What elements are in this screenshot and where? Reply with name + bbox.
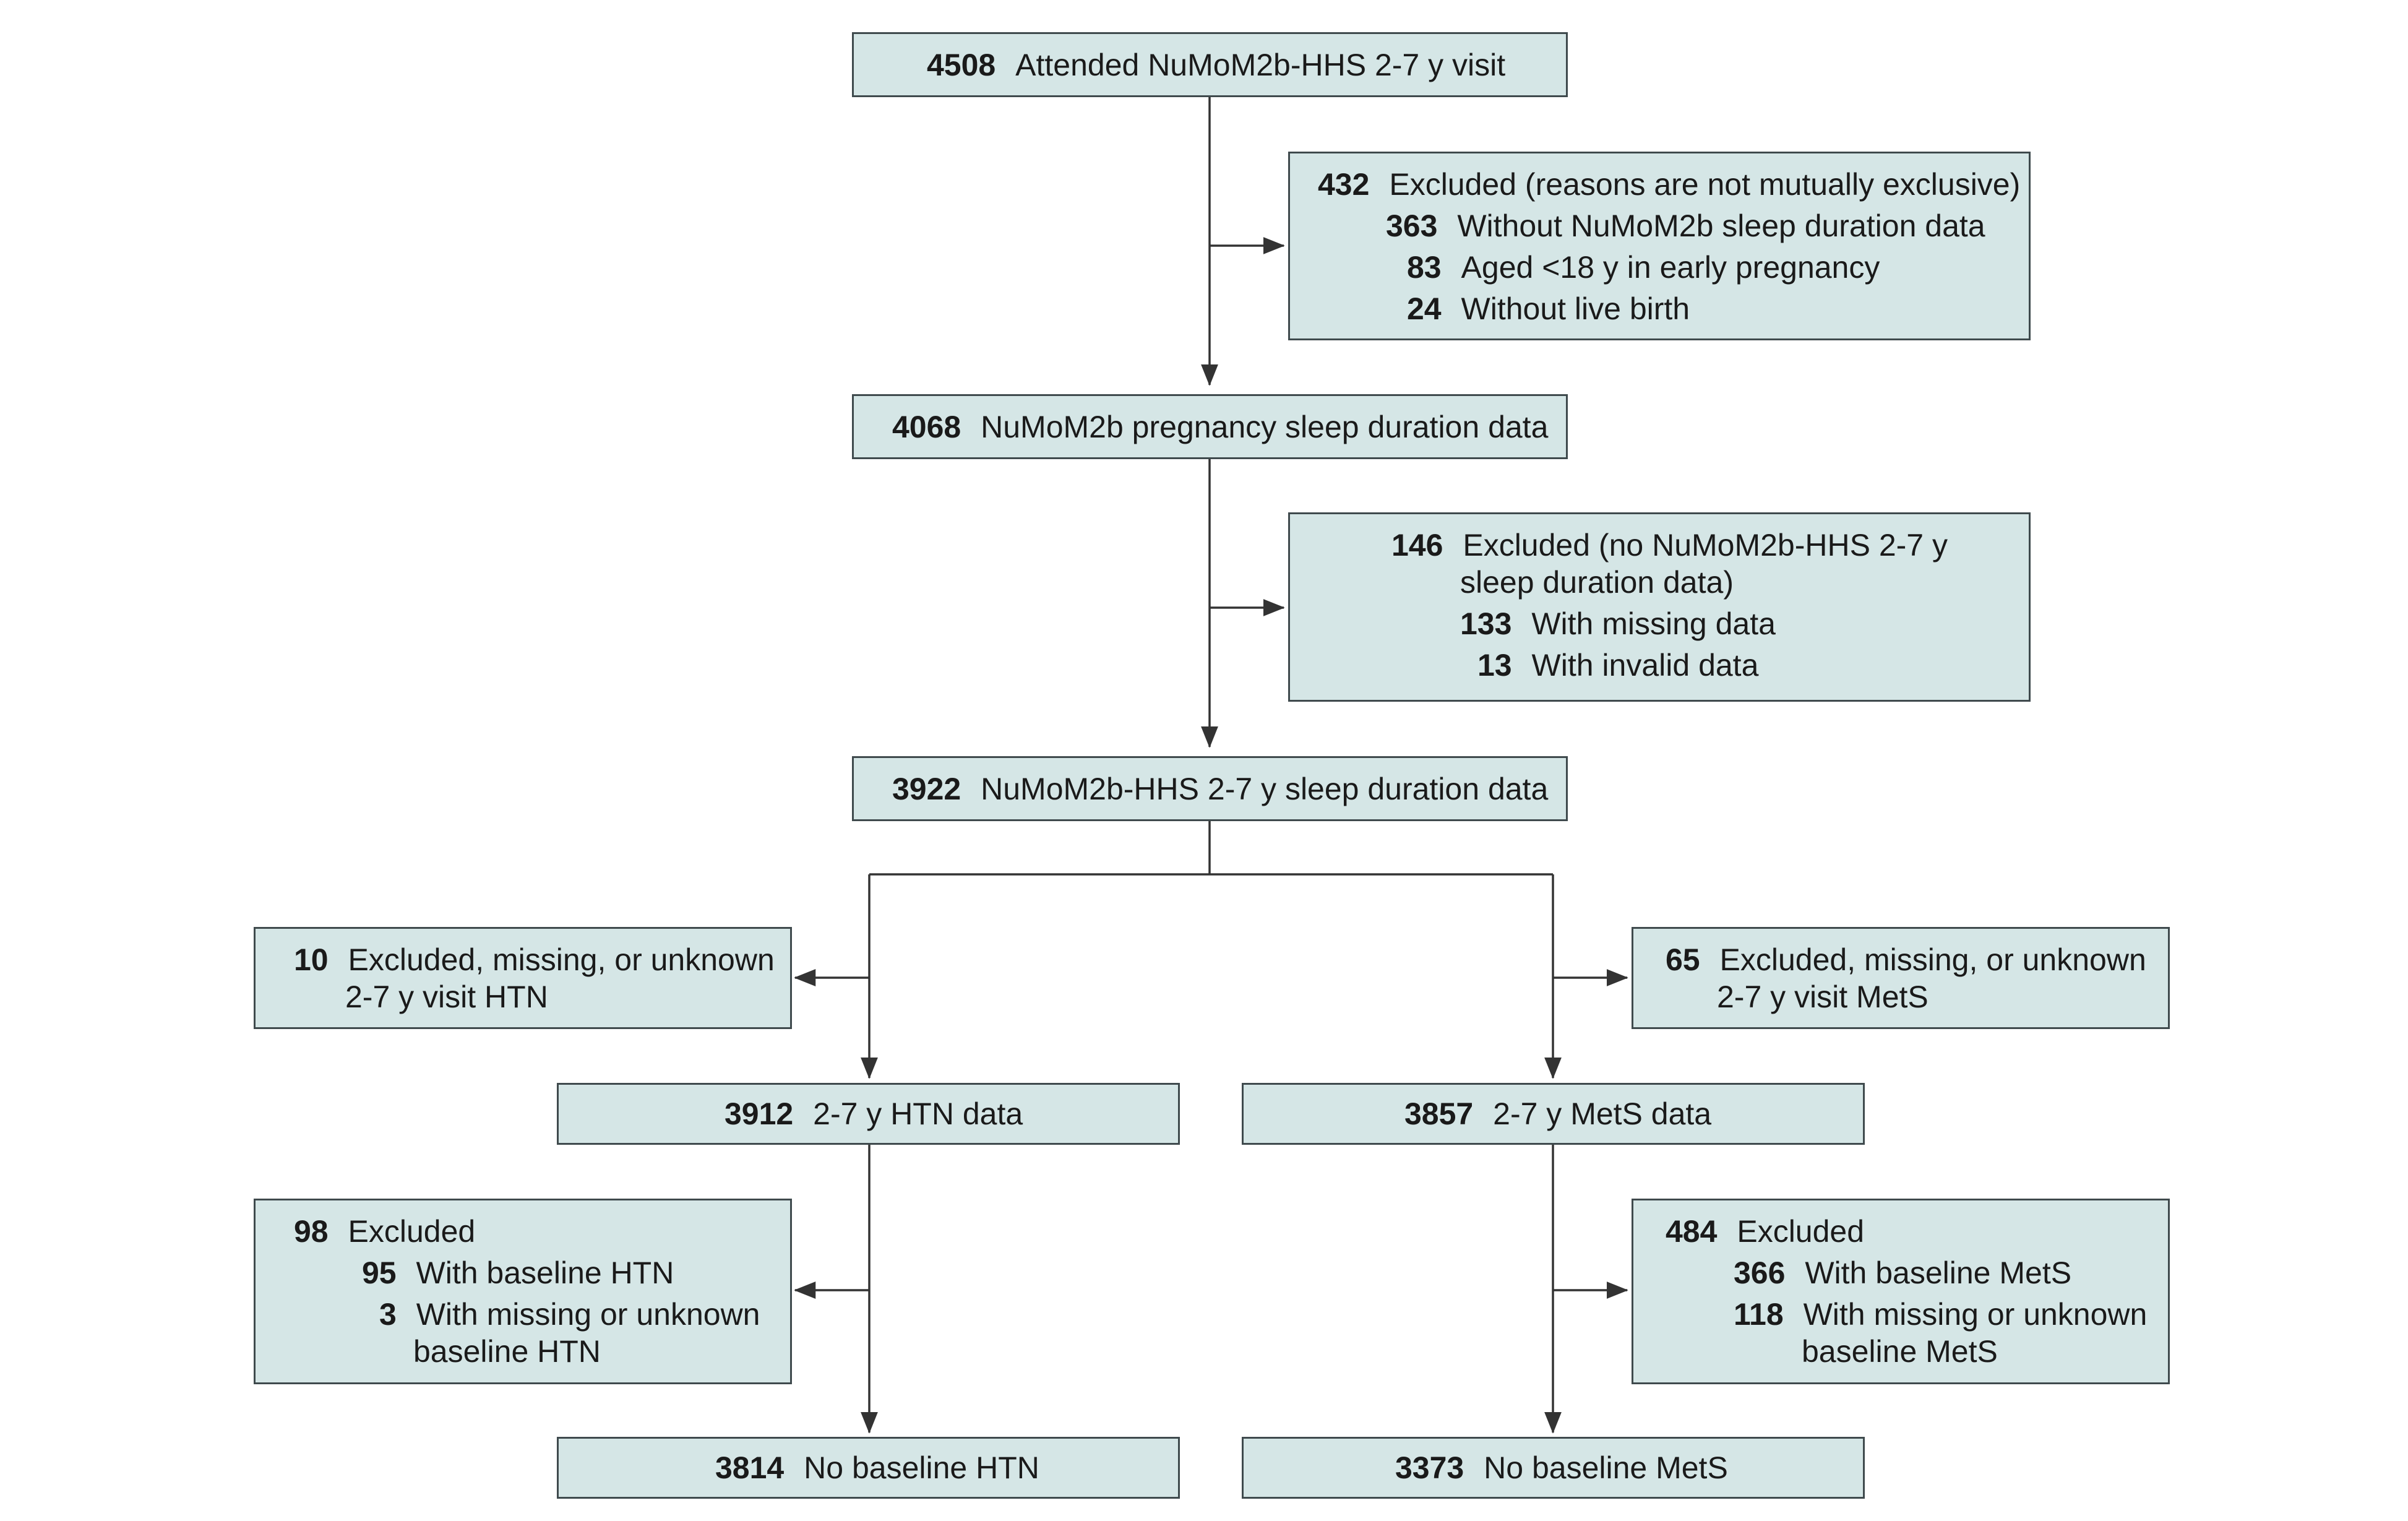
excluded-baseline-htn-text: Excluded [348, 1214, 476, 1249]
no-baseline-mets-text: No baseline MetS [1484, 1450, 1728, 1485]
excluded-htn-text-cont: 2-7 y visit HTN [345, 980, 548, 1014]
no-baseline-htn-box: 3814 No baseline HTN [557, 1437, 1180, 1499]
mets-data-box: 3857 2-7 y MetS data [1242, 1083, 1865, 1145]
excluded-baseline-htn-item-text-cont: baseline HTN [413, 1334, 601, 1369]
excluded-baseline-htn-count: 98 [294, 1214, 329, 1249]
excluded2-item-text: With invalid data [1531, 648, 1759, 683]
hhs-sleep-box: 3922 NuMoM2b-HHS 2-7 y sleep duration da… [852, 756, 1568, 821]
excluded-htn-box: 10 Excluded, missing, or unknown 2-7 y v… [254, 927, 792, 1029]
attended-count: 4508 [927, 48, 996, 82]
excluded-baseline-htn-item-text: With baseline HTN [416, 1256, 674, 1290]
excluded-baseline-mets-item-count: 118 [1734, 1297, 1784, 1332]
excluded-mets-text-cont: 2-7 y visit MetS [1717, 980, 1929, 1014]
excluded1-item-text: Aged <18 y in early pregnancy [1461, 250, 1880, 285]
no-baseline-mets-count: 3373 [1395, 1450, 1464, 1485]
excluded-baseline-htn-item-count: 95 [362, 1256, 397, 1290]
hhs-sleep-count: 3922 [892, 772, 961, 806]
excluded-baseline-htn-box: 98 Excluded 95 With baseline HTN 3 With … [254, 1199, 792, 1384]
excluded1-item-count: 24 [1407, 291, 1442, 326]
excluded-box-1: 432 Excluded (reasons are not mutually e… [1288, 152, 2031, 340]
excluded-baseline-mets-item-count: 366 [1734, 1256, 1786, 1290]
no-baseline-mets-box: 3373 No baseline MetS [1242, 1437, 1865, 1499]
excluded-mets-count: 65 [1666, 942, 1700, 977]
excluded2-item-count: 133 [1460, 606, 1512, 641]
excluded-baseline-htn-item-count: 3 [379, 1297, 397, 1332]
hhs-sleep-text: NuMoM2b-HHS 2-7 y sleep duration data [981, 772, 1549, 806]
mets-data-count: 3857 [1404, 1097, 1474, 1131]
excluded1-item-text: Without NuMoM2b sleep duration data [1457, 209, 1985, 243]
attended-box: 4508 Attended NuMoM2b-HHS 2-7 y visit [852, 32, 1568, 97]
excluded-baseline-htn-item-text: With missing or unknown [416, 1297, 760, 1332]
excluded-baseline-mets-item-text: With baseline MetS [1805, 1256, 2072, 1290]
excluded-box-2: 146 Excluded (no NuMoM2b-HHS 2-7 y sleep… [1288, 512, 2031, 702]
excluded2-text: Excluded (no NuMoM2b-HHS 2-7 y [1463, 528, 1948, 562]
excluded2-text-cont: sleep duration data) [1460, 565, 1734, 600]
excluded2-item-count: 13 [1477, 648, 1512, 683]
excluded-baseline-mets-text: Excluded [1737, 1214, 1865, 1249]
excluded1-count: 432 [1318, 167, 1370, 202]
excluded-baseline-mets-item-text: With missing or unknown [1803, 1297, 2148, 1332]
excluded-mets-box: 65 Excluded, missing, or unknown 2-7 y v… [1632, 927, 2170, 1029]
htn-data-text: 2-7 y HTN data [813, 1097, 1023, 1131]
excluded-htn-text: Excluded, missing, or unknown [348, 942, 775, 977]
no-baseline-htn-text: No baseline HTN [804, 1450, 1039, 1485]
excluded1-item-text: Without live birth [1461, 291, 1690, 326]
excluded1-item-count: 363 [1386, 209, 1438, 243]
excluded-htn-count: 10 [294, 942, 329, 977]
pregnancy-sleep-text: NuMoM2b pregnancy sleep duration data [981, 410, 1549, 444]
excluded1-text: Excluded (reasons are not mutually exclu… [1389, 167, 2021, 202]
pregnancy-sleep-count: 4068 [892, 410, 961, 444]
excluded-baseline-mets-count: 484 [1666, 1214, 1718, 1249]
pregnancy-sleep-box: 4068 NuMoM2b pregnancy sleep duration da… [852, 394, 1568, 459]
excluded-baseline-mets-box: 484 Excluded 366 With baseline MetS 118 … [1632, 1199, 2170, 1384]
attended-text: Attended NuMoM2b-HHS 2-7 y visit [1015, 48, 1506, 82]
excluded1-item-count: 83 [1407, 250, 1442, 285]
mets-data-text: 2-7 y MetS data [1493, 1097, 1712, 1131]
htn-data-count: 3912 [725, 1097, 794, 1131]
excluded-baseline-mets-item-text-cont: baseline MetS [1802, 1334, 1998, 1369]
excluded2-count: 146 [1391, 528, 1443, 562]
htn-data-box: 3912 2-7 y HTN data [557, 1083, 1180, 1145]
excluded-mets-text: Excluded, missing, or unknown [1719, 942, 2146, 977]
excluded2-item-text: With missing data [1531, 606, 1776, 641]
no-baseline-htn-count: 3814 [715, 1450, 785, 1485]
